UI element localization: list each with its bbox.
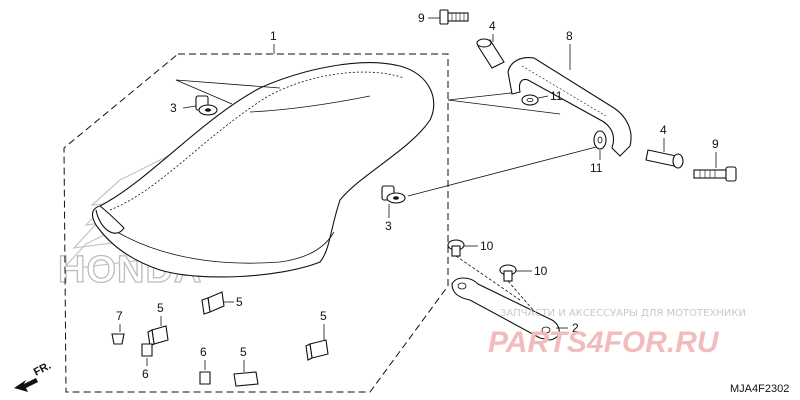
watermark-tagline: ЗАПЧАСТИ И АКСЕССУАРЫ ДЛЯ МОТОТЕХНИКИ <box>500 308 746 319</box>
callout-10: 10 <box>534 264 548 278</box>
reference-line <box>447 99 561 115</box>
cushion <box>199 371 211 385</box>
callout-11: 11 <box>550 89 563 103</box>
reference-line <box>407 145 601 197</box>
collar <box>645 149 684 169</box>
reference-line <box>175 79 233 105</box>
collar <box>476 38 505 69</box>
cushion <box>201 291 225 315</box>
front-direction-label: FR. <box>32 360 53 379</box>
callout-6: 6 <box>200 345 207 359</box>
callout-5: 5 <box>236 295 243 309</box>
grab-rail <box>507 57 632 157</box>
callout-1: 1 <box>270 29 277 43</box>
callout-10: 10 <box>480 239 494 253</box>
callout-9: 9 <box>418 11 425 25</box>
callout-8: 8 <box>566 29 573 43</box>
clip <box>111 333 125 345</box>
front-direction-arrow-icon <box>14 378 38 392</box>
callout-3: 3 <box>170 101 177 115</box>
bolt <box>439 9 469 25</box>
cushion <box>147 325 169 347</box>
callout-4: 4 <box>660 123 667 137</box>
callout-11: 11 <box>590 161 603 175</box>
cushion <box>141 343 153 357</box>
callout-3: 3 <box>385 219 392 233</box>
mounting-plate <box>451 277 560 341</box>
callout-5: 5 <box>157 301 164 315</box>
cushion <box>305 339 329 361</box>
callout-9: 9 <box>712 137 719 151</box>
reference-line <box>447 91 521 101</box>
callout-5: 5 <box>320 309 327 323</box>
grommet <box>381 185 406 204</box>
bolt <box>693 166 737 182</box>
cushion <box>233 371 259 387</box>
callout-5: 5 <box>240 345 247 359</box>
washer <box>521 94 539 106</box>
grommet <box>195 95 218 116</box>
seat <box>91 62 435 278</box>
callout-4: 4 <box>489 19 496 33</box>
callout-2: 2 <box>572 321 579 335</box>
diagram-code: MJA4F2302 <box>730 383 789 395</box>
assembly-boundary <box>63 53 449 393</box>
watermark-brand: PARTS4FOR.RU <box>488 326 720 359</box>
callout-6: 6 <box>142 367 149 381</box>
reference-line <box>175 79 281 89</box>
washer <box>593 130 607 150</box>
bolt <box>447 239 465 257</box>
callout-7: 7 <box>116 309 123 323</box>
bolt <box>499 264 517 282</box>
